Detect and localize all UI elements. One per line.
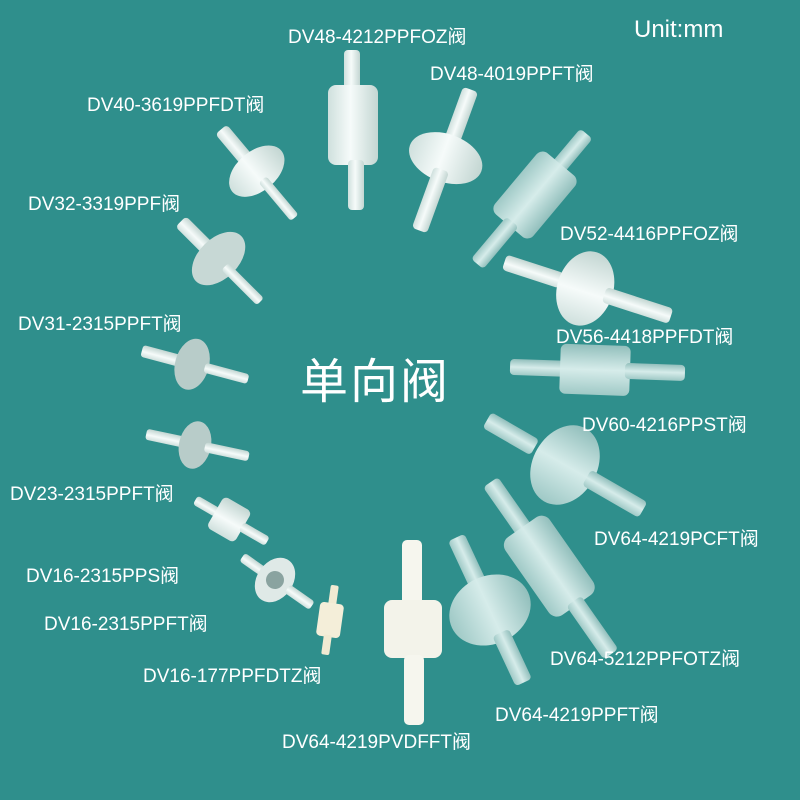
label-dv16-177ppfdtz: DV16-177PPFDTZ阀	[143, 666, 322, 687]
valve-dv64-5212ppfotz	[484, 478, 617, 658]
valve-dv56-4418ppfdt	[502, 251, 673, 326]
valve-dv23-2315ppft	[145, 421, 250, 469]
valve-dv16-2315ppft	[240, 554, 314, 609]
label-dv64-4219pvdfft: DV64-4219PVDFFT阀	[282, 732, 472, 753]
label-dv40-3619ppfdt: DV40-3619PPFDT阀	[87, 95, 265, 116]
valve-dv60-4216ppst	[509, 343, 686, 396]
label-dv48-4212ppfoz: DV48-4212PPFOZ阀	[288, 27, 467, 48]
label-dv16-2315ppft: DV16-2315PPFT阀	[44, 614, 208, 635]
valve-dv40-3619ppfdt	[216, 126, 298, 220]
label-dv32-3319ppf: DV32-3319PPF阀	[28, 194, 181, 215]
label-dv31-2315ppft: DV31-2315PPFT阀	[18, 314, 182, 335]
label-dv16-2315pps: DV16-2315PPS阀	[26, 566, 180, 587]
label-dv64-4219pcft: DV64-4219PCFT阀	[594, 529, 759, 550]
valve-dv32-3319ppf	[177, 217, 263, 305]
valve-dv52-4416ppfoz	[472, 130, 591, 268]
unit-label: Unit:mm	[634, 16, 724, 43]
label-dv64-4219ppft: DV64-4219PPFT阀	[495, 705, 659, 726]
valve-dv16-2315pps	[193, 496, 269, 545]
valve-dv48-4019ppft	[409, 87, 483, 233]
label-dv52-4416ppfoz: DV52-4416PPFOZ阀	[560, 224, 739, 245]
valve-dv64-4219pvdfft	[384, 540, 442, 725]
label-dv60-4216ppst: DV60-4216PPST阀	[582, 415, 747, 436]
label-dv48-4019ppft: DV48-4019PPFT阀	[430, 64, 594, 85]
label-dv64-5212ppfotz: DV64-5212PPFOTZ阀	[550, 649, 741, 670]
valve-dv16-177ppfdtz	[316, 585, 344, 655]
valve-dv48-4212ppfoz	[328, 50, 378, 210]
valve-dv31-2315ppft	[140, 338, 249, 390]
label-dv56-4418ppfdt: DV56-4418PPFDT阀	[556, 327, 734, 348]
label-dv23-2315ppft: DV23-2315PPFT阀	[10, 484, 174, 505]
valve-dv64-4219ppft	[449, 535, 531, 685]
valve-dv64-4219pcft	[484, 413, 646, 517]
center-title: 单向阀	[300, 354, 451, 410]
